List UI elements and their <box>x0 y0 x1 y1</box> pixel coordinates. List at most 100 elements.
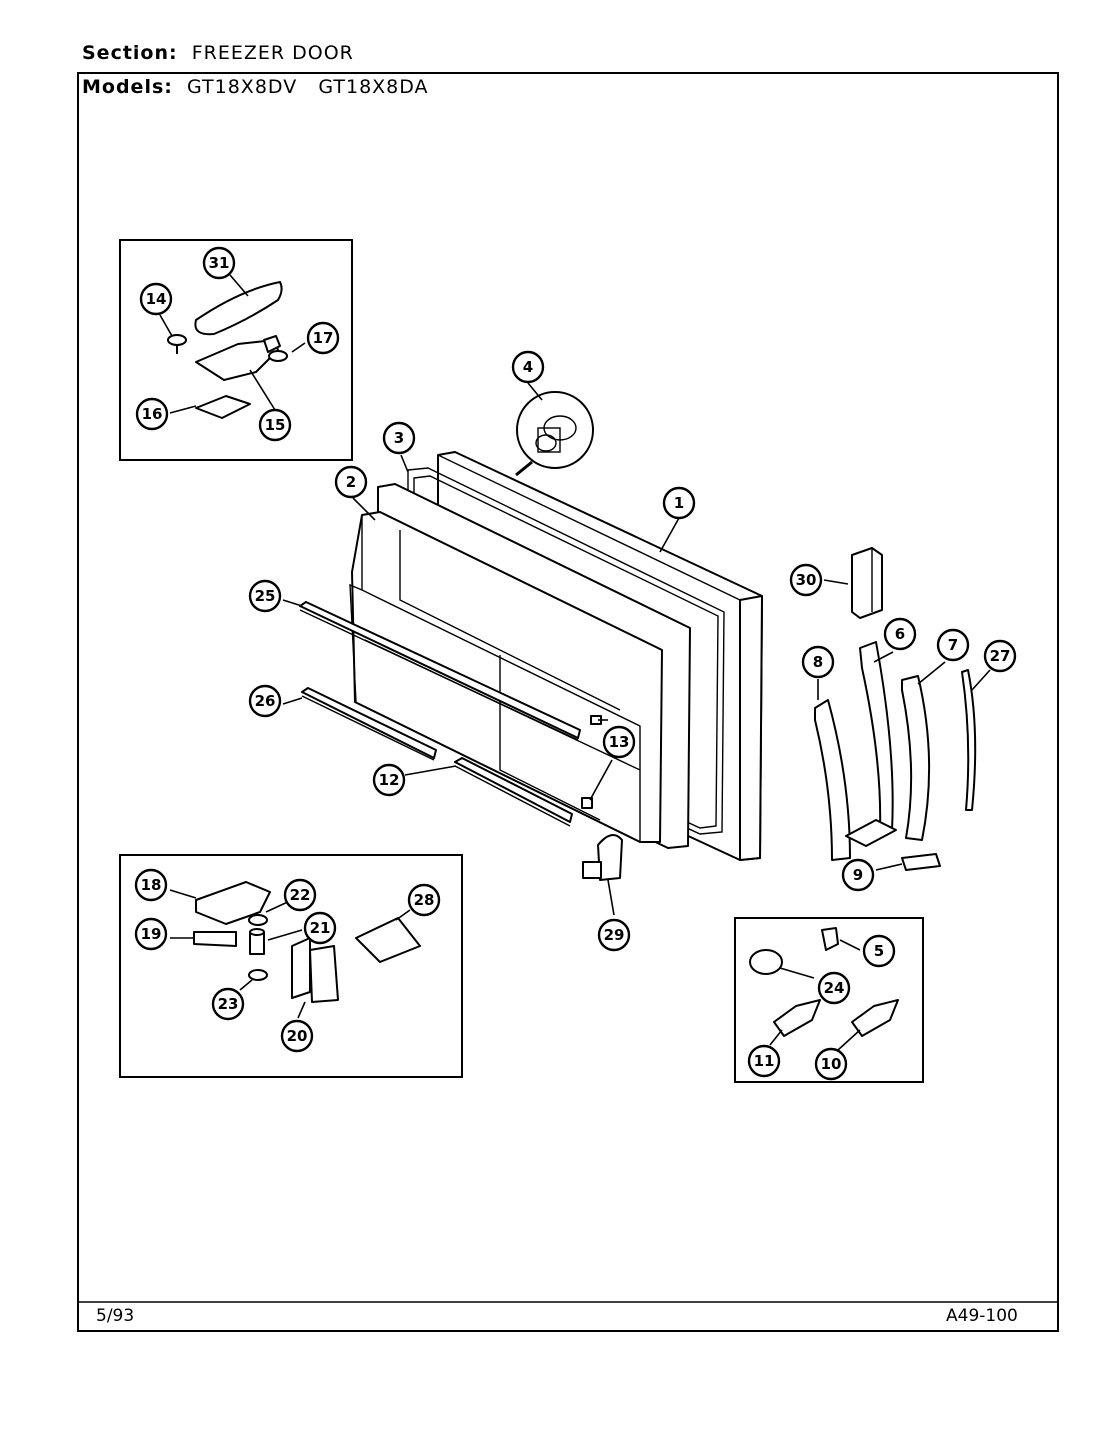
part-handle-end-29 <box>582 834 623 881</box>
part-plug-5 <box>821 927 839 951</box>
svg-text:31: 31 <box>209 254 230 272</box>
callout-10: 10 <box>814 1047 848 1081</box>
part-rail-25 <box>299 601 581 741</box>
svg-text:7: 7 <box>948 636 958 654</box>
callout-26: 26 <box>248 684 282 718</box>
footer-code: A49-100 <box>946 1306 1018 1326</box>
callout-15: 15 <box>258 408 292 442</box>
svg-text:11: 11 <box>754 1052 775 1070</box>
svg-text:27: 27 <box>990 647 1011 665</box>
callout-7: 7 <box>936 628 970 662</box>
callout-20: 20 <box>280 1019 314 1053</box>
part-strap-6 <box>845 641 897 847</box>
part-hinge-cover-31 <box>194 281 283 336</box>
svg-text:29: 29 <box>604 926 625 944</box>
svg-text:26: 26 <box>255 692 276 710</box>
svg-text:22: 22 <box>290 886 311 904</box>
svg-text:9: 9 <box>853 866 863 884</box>
callout-14: 14 <box>139 282 173 316</box>
part-rail-26 <box>301 687 437 761</box>
svg-text:5: 5 <box>874 942 884 960</box>
callout-24: 24 <box>817 971 851 1005</box>
diagram-frame <box>77 72 1059 1332</box>
model-1: GT18X8DV <box>186 76 298 98</box>
callout-4: 4 <box>511 350 545 384</box>
svg-text:14: 14 <box>146 290 167 308</box>
part-bracket-30 <box>851 547 883 619</box>
callout-17: 17 <box>306 321 340 355</box>
svg-text:16: 16 <box>142 405 163 423</box>
part-pin-21 <box>249 928 265 955</box>
callout-18: 18 <box>134 868 168 902</box>
callout-13: 13 <box>602 725 636 759</box>
callout-5: 5 <box>862 934 896 968</box>
callout-9: 9 <box>841 858 875 892</box>
part-strap-8 <box>814 699 851 861</box>
svg-text:25: 25 <box>255 587 276 605</box>
svg-text:23: 23 <box>218 995 239 1013</box>
callout-8: 8 <box>801 645 835 679</box>
callout-6: 6 <box>883 617 917 651</box>
svg-text:4: 4 <box>523 358 533 376</box>
part-hinge-plate-20 <box>291 937 339 1003</box>
svg-text:30: 30 <box>796 571 817 589</box>
callout-27: 27 <box>983 639 1017 673</box>
section-label: Section: <box>82 42 178 64</box>
part-bottom-hinge-18 <box>195 881 271 925</box>
inset-box-top-hinge <box>119 239 353 461</box>
inset-box-bottom-hinge <box>119 854 463 1078</box>
svg-text:24: 24 <box>824 979 845 997</box>
models-label: Models: <box>82 76 173 98</box>
callout-2: 2 <box>334 465 368 499</box>
svg-text:6: 6 <box>895 625 905 643</box>
part-screw-14 <box>167 334 187 354</box>
svg-text:18: 18 <box>141 876 162 894</box>
models-line: Models: GT18X8DV GT18X8DA <box>82 76 429 98</box>
part-retainer-12 <box>454 757 573 827</box>
callout-21: 21 <box>303 911 337 945</box>
svg-text:2: 2 <box>346 473 356 491</box>
part-cap-24 <box>749 949 783 975</box>
svg-text:10: 10 <box>821 1055 842 1073</box>
callout-16: 16 <box>135 397 169 431</box>
callout-31: 31 <box>202 246 236 280</box>
part-washer-23 <box>248 969 268 981</box>
part-plate-9 <box>901 853 941 871</box>
callout-19: 19 <box>134 917 168 951</box>
svg-text:19: 19 <box>141 925 162 943</box>
callout-25: 25 <box>248 579 282 613</box>
svg-text:1: 1 <box>674 494 684 512</box>
part-clip-11 <box>773 999 821 1037</box>
callout-3: 3 <box>382 421 416 455</box>
part-washer-17 <box>268 350 288 362</box>
leader-lines <box>159 274 991 1051</box>
svg-text:17: 17 <box>313 329 334 347</box>
callout-11: 11 <box>747 1044 781 1078</box>
section-title: Section: FREEZER DOOR <box>82 42 354 64</box>
part-bushing-22 <box>248 914 268 926</box>
svg-text:3: 3 <box>394 429 404 447</box>
svg-text:8: 8 <box>813 653 823 671</box>
callout-12: 12 <box>372 763 406 797</box>
part-plate-28 <box>355 917 421 963</box>
part-clip-10 <box>851 999 899 1037</box>
part-door-liner <box>349 483 691 849</box>
part-top-hinge-15 <box>195 335 281 381</box>
part-shim-19 <box>193 931 237 947</box>
part-shim-16 <box>195 395 251 419</box>
part-strip-27 <box>961 669 977 811</box>
section-value: FREEZER DOOR <box>191 42 354 64</box>
footer-date: 5/93 <box>96 1306 135 1326</box>
svg-text:15: 15 <box>265 416 286 434</box>
svg-text:21: 21 <box>310 919 331 937</box>
svg-text:12: 12 <box>379 771 400 789</box>
svg-text:13: 13 <box>609 733 630 751</box>
callout-29: 29 <box>597 918 631 952</box>
callout-28: 28 <box>407 883 441 917</box>
callout-30: 30 <box>789 563 823 597</box>
callout-23: 23 <box>211 987 245 1021</box>
svg-text:20: 20 <box>287 1027 308 1045</box>
callout-22: 22 <box>283 878 317 912</box>
part-strap-7 <box>901 675 931 841</box>
